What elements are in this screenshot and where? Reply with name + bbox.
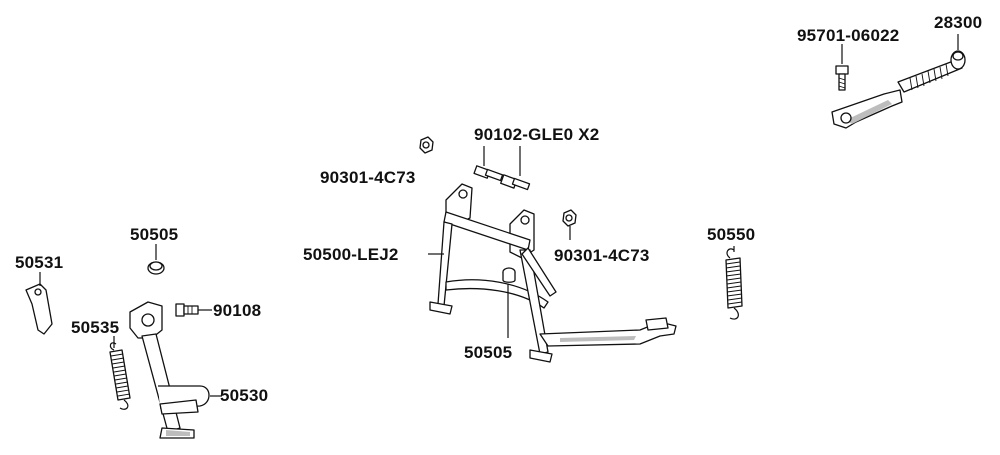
- label-50500-lej2: 50500-LEJ2: [303, 245, 399, 264]
- label-90301-4c73-left: 90301-4C73: [320, 168, 416, 187]
- nut-90301-left: [419, 136, 434, 154]
- label-50531: 50531: [15, 253, 64, 272]
- label-90108: 90108: [213, 301, 262, 320]
- label-50550: 50550: [707, 225, 756, 244]
- label-50505-top: 50505: [130, 225, 179, 244]
- label-90102-gle0: 90102-GLE0 X2: [474, 125, 600, 144]
- label-90301-4c73-right: 90301-4C73: [554, 246, 650, 265]
- bolt-90102-b: [500, 174, 531, 191]
- bolt-95701: [835, 65, 849, 91]
- label-28300: 28300: [934, 13, 983, 32]
- spring-50550: [725, 248, 743, 320]
- bracket-50531: [25, 283, 53, 335]
- label-50530: 50530: [220, 386, 269, 405]
- side-stand: [129, 301, 210, 439]
- kick-starter-arm: [831, 50, 966, 129]
- cap-50505: [147, 261, 165, 275]
- nut-90301-right: [562, 209, 577, 227]
- label-95701-06022: 95701-06022: [797, 26, 900, 45]
- bolt-90102-a: [473, 165, 504, 182]
- spring-50535: [109, 342, 131, 410]
- label-50505-bottom: 50505: [464, 343, 513, 362]
- main-stand: [429, 183, 677, 363]
- label-50535: 50535: [71, 318, 120, 337]
- bolt-90108: [175, 303, 199, 317]
